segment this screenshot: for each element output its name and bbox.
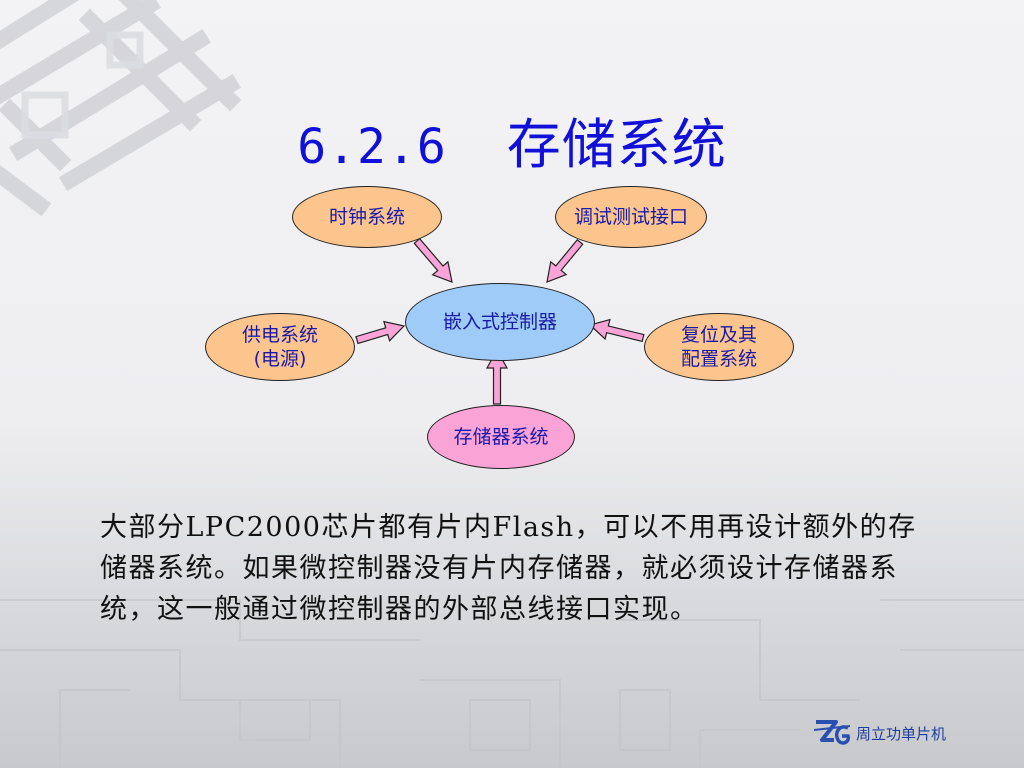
node-label: 嵌入式控制器: [442, 311, 557, 333]
arrow-power-to-controller: [355, 320, 406, 345]
title-number: 6.2.6: [297, 119, 447, 175]
node-label: 复位及其 配置系统: [680, 324, 757, 370]
arrow-reset-to-controller: [588, 318, 645, 343]
node-label: 存储器系统: [453, 426, 549, 448]
body-paragraph: 大部分LPC2000芯片都有片内Flash，可以不用再设计额外的存储器系统。如果…: [100, 512, 917, 625]
slide-title: 6.2.6 存储系统: [0, 100, 1024, 179]
company-logo: 周立功单片机: [812, 716, 972, 750]
arrow-debug-to-controller: [546, 238, 584, 283]
node-label: 调试测试接口: [573, 206, 688, 228]
node-label: 供电系统 (电源): [241, 324, 318, 370]
logo-text: 周立功单片机: [856, 724, 947, 743]
node-reset-config-system: 复位及其 配置系统: [644, 313, 794, 381]
node-memory-system: 存储器系统: [427, 405, 575, 469]
arrow-clock-to-controller: [413, 237, 453, 283]
node-debug-interface: 调试测试接口: [555, 186, 707, 248]
zlg-logo-icon: [813, 720, 851, 745]
node-label: 时钟系统: [328, 206, 405, 228]
node-embedded-controller: 嵌入式控制器: [405, 283, 595, 361]
title-text: 存储系统: [506, 113, 727, 176]
node-power-system: 供电系统 (电源): [205, 313, 355, 381]
node-clock-system: 时钟系统: [292, 186, 442, 248]
